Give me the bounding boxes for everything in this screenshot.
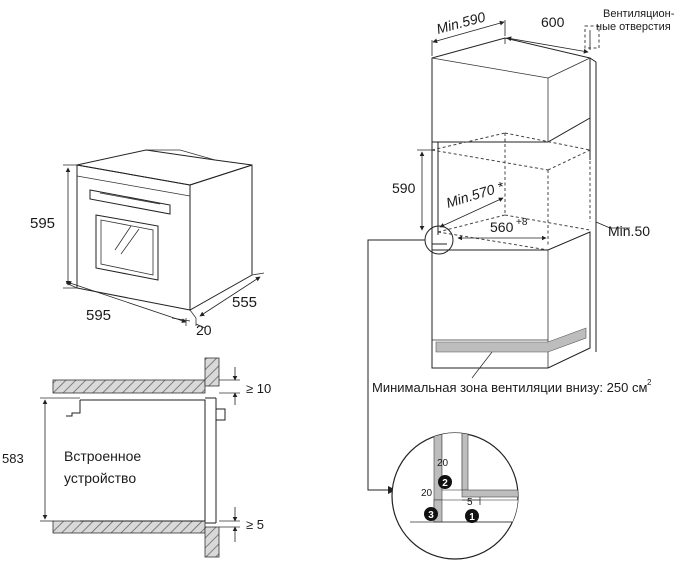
builtin-label-line1: Встроенное	[64, 448, 141, 464]
niche-height-label: 590	[392, 180, 416, 196]
badge-2: 2	[438, 475, 452, 489]
oven-panel-label: 20	[196, 322, 212, 338]
niche-width-label: 560	[490, 219, 514, 235]
oven-window	[95, 214, 159, 281]
vent-label-line2: ные отверстия	[596, 21, 671, 33]
tall-cabinet: Min.590 600 Вентиляцион- ные отверстия 5…	[367, 8, 675, 494]
vent-zone-sup: 2	[647, 378, 652, 387]
detail-view: 20 20 5 2 3 1	[391, 432, 519, 560]
gap-bottom-label: ≥ 5	[246, 517, 264, 532]
svg-text:3: 3	[428, 510, 434, 521]
detail-leader-line	[367, 239, 425, 491]
min-gap-label: Min.50	[608, 223, 650, 239]
svg-text:1: 1	[469, 512, 475, 523]
builtin-appliance-outline	[80, 399, 206, 522]
cabinet-section: 583 Встроенное устройство ≥ 10 ≥ 5	[2, 357, 271, 558]
oven-top-face	[76, 149, 253, 186]
svg-text:2: 2	[442, 478, 448, 489]
builtin-label-line2: устройство	[64, 470, 136, 486]
oven-height-label: 595	[30, 215, 55, 232]
detail-dim-20a: 20	[437, 458, 449, 469]
cabinet-front-wall-top	[204, 357, 220, 387]
vent-label-line1: Вентиляцион-	[603, 8, 675, 20]
cabinet-bottom-shelf	[52, 520, 206, 534]
cavity-height-label: 583	[2, 451, 24, 466]
oven-front-face	[76, 164, 191, 311]
bottom-vent-zone	[435, 327, 587, 353]
gap-top-label: ≥ 10	[246, 381, 271, 396]
cabinet-front-wall-bottom	[204, 526, 220, 558]
cabinet-upper	[431, 37, 591, 143]
oven-isometric: 595 595 555 20	[30, 149, 265, 338]
vent-zone-label: Минимальная зона вентиляции внизу: 250 с…	[372, 380, 647, 395]
min-depth-label: Min.590	[435, 8, 487, 36]
detail-dim-20b: 20	[421, 488, 433, 499]
cabinet-top-shelf	[52, 379, 206, 394]
niche-min-depth-label: Min.570 *	[444, 178, 506, 211]
detail-dim-5: 5	[467, 497, 473, 508]
oven-width-label: 595	[86, 307, 111, 324]
badge-3: 3	[424, 507, 438, 521]
niche-width-tolerance: +8	[516, 217, 528, 228]
oven-handle	[89, 189, 171, 215]
cabinet-width-label: 600	[541, 14, 565, 30]
badge-1: 1	[465, 509, 479, 523]
oven-depth-label: 555	[232, 294, 257, 311]
